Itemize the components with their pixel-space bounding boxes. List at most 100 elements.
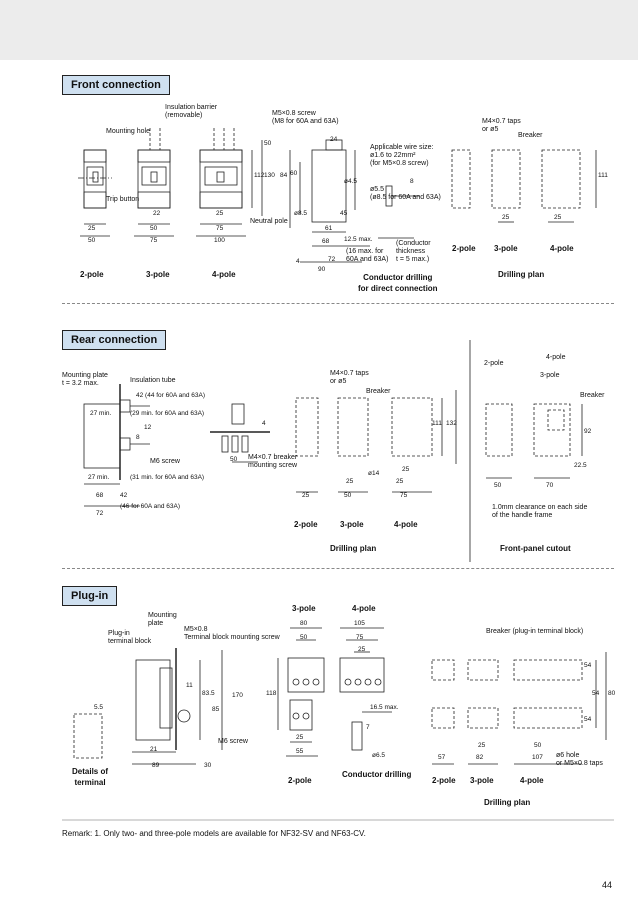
rear-dim-25c: 25 [402, 466, 410, 473]
plugin-mounting-plate-label: Mounting plate [148, 612, 177, 627]
rear-dim-132: 132 [446, 420, 457, 427]
rear-dim-12: 12 [144, 424, 152, 431]
front-dim-12-5: 12.5 max. [344, 236, 373, 243]
plugin-dim-170: 170 [232, 692, 243, 699]
plugin-dim-83-5: 83.5 [202, 690, 215, 697]
header-band [0, 0, 638, 60]
plugin-dim-57: 57 [438, 754, 446, 761]
plugin-dim-11: 11 [186, 682, 193, 689]
rear-drilling-dims [296, 390, 457, 493]
front-side-view [289, 139, 370, 263]
front-dim-22: 22 [153, 210, 161, 217]
plugin-cap-conductor: Conductor drilling [342, 770, 412, 779]
plugin-4pole-front [339, 627, 385, 693]
front-dd-25: 25 [502, 214, 510, 221]
rear-fp-50: 50 [494, 482, 502, 489]
plugin-breaker-label: Breaker (plug-in terminal block) [486, 628, 584, 635]
separator-rear-plugin [62, 568, 614, 569]
plugin-cap-4pole: 4-pole [352, 604, 376, 613]
plugin-dim-85: 85 [212, 706, 220, 713]
front-drilling-dims [498, 150, 597, 223]
front-taps-label: M4×0.7 taps or ø5 [482, 118, 521, 133]
rear-mounting-plate-label: Mounting plate t = 3.2 max. [62, 372, 108, 387]
rear-dim-50: 50 [230, 456, 238, 463]
rear-dim-111: 111 [432, 420, 442, 427]
rear-fp-breaker: Breaker [580, 392, 605, 399]
rear-fp-92: 92 [584, 428, 592, 435]
rear-cap-cutout: Front-panel cutout [500, 544, 571, 553]
plugin-dim-54c: 54 [584, 716, 592, 723]
remark-text: Remark: 1. Only two- and three-pole mode… [62, 829, 366, 838]
front-dim-100: 100 [214, 237, 225, 244]
rear-dim-42b: 42 [120, 492, 128, 499]
plugin-dim-118: 118 [266, 690, 277, 697]
section-front-connection: Front connection [62, 75, 170, 95]
rear-dim-75: 75 [400, 492, 408, 499]
rear-fp-note: 1.0mm clearance on each side of the hand… [492, 504, 588, 519]
rear-dim-25b: 25 [346, 478, 354, 485]
section-rear-connection: Rear connection [62, 330, 167, 350]
page-number: 44 [602, 880, 613, 890]
front-4pole-breaker [196, 128, 263, 237]
rear-cap-2pole: 2-pole [294, 520, 318, 529]
rear-dim-25d: 25 [396, 478, 404, 485]
rear-fp-3pole: 3-pole [540, 372, 560, 379]
rear-cap-drilling: Drilling plan [330, 544, 377, 553]
front-dim-75: 75 [150, 237, 158, 244]
plugin-cap-2pole: 2-pole [288, 776, 312, 785]
front-wire-size-label: Applicable wire size: ø1.6 to 22mm² (for… [370, 144, 434, 167]
rear-dim-25a: 25 [302, 492, 310, 499]
plugin-dp-2pole: 2-pole [432, 776, 456, 785]
plugin-drilling-dims [432, 652, 607, 765]
separator-front-rear [62, 303, 614, 304]
rear-breaker-label: Breaker [366, 388, 391, 395]
plugin-cap-drilling: Drilling plan [484, 798, 531, 807]
plugin-dim-75: 75 [356, 634, 364, 641]
plugin-2pole-front [277, 658, 318, 757]
front-dim-8: 8 [410, 178, 414, 185]
front-dim-p45: ø4.5 [344, 178, 358, 185]
front-2pole-breaker [78, 149, 112, 237]
front-dp-3pole: 3-pole [494, 244, 518, 253]
rear-dim-27a: 27 min. [90, 410, 112, 417]
front-dim-130: 130 [264, 172, 275, 179]
plugin-dim-105: 105 [354, 620, 365, 627]
front-dim-24: 24 [330, 136, 338, 143]
rear-dim-31: (31 min. for 60A and 63A) [130, 474, 205, 481]
plugin-dim-25c: 25 [478, 742, 486, 749]
front-dim-68: 68 [322, 238, 330, 245]
front-dim-25: 25 [88, 225, 96, 232]
front-dim-4: 4 [296, 258, 300, 265]
front-dd-25b: 25 [554, 214, 562, 221]
rear-cap-4pole: 4-pole [394, 520, 418, 529]
front-cap-drilling: Drilling plan [498, 270, 545, 279]
plugin-dim-80b: 80 [608, 690, 616, 697]
front-conductor-thickness: (Conductor thickness t = 5 max.) [396, 240, 431, 263]
front-screw-label: M5×0.8 screw (M8 for 60A and 63A) [272, 110, 339, 125]
rear-bracket-view [210, 403, 270, 463]
rear-dim-50b: 50 [344, 492, 352, 499]
rear-mounting-screw-label: M4×0.7 breaker mounting screw [248, 454, 298, 469]
rear-dim-27b: 27 min. [88, 474, 110, 481]
front-dim-50: 50 [88, 237, 96, 244]
front-dim-45: 45 [340, 210, 348, 217]
front-cap-3pole: 3-pole [146, 270, 170, 279]
plugin-details-caption: Details of terminal [72, 767, 109, 787]
rear-fp-70: 70 [546, 482, 554, 489]
front-dim-84: 84 [280, 172, 288, 179]
front-cap-2pole: 2-pole [80, 270, 104, 279]
front-conductor-drawing [378, 185, 420, 239]
plugin-terminal-block-label: Plug-in terminal block [108, 630, 152, 645]
rear-front-panel-cutout [485, 403, 571, 457]
front-dim-61: 61 [325, 225, 333, 232]
front-trip-button-label: Trip button [106, 196, 140, 203]
front-3pole-breaker [134, 128, 174, 237]
plugin-dp-4pole: 4-pole [520, 776, 544, 785]
rear-dim-68: 68 [96, 492, 104, 499]
front-cap-4pole: 4-pole [212, 270, 236, 279]
front-mounting-hole-label: Mounting hole [106, 128, 150, 135]
front-dp-2pole: 2-pole [452, 244, 476, 253]
front-dim-90: 90 [318, 266, 326, 273]
plugin-mounting-screw-label: M5×0.8 Terminal block mounting screw [184, 626, 280, 641]
rear-fp-4pole: 4-pole [546, 354, 566, 361]
